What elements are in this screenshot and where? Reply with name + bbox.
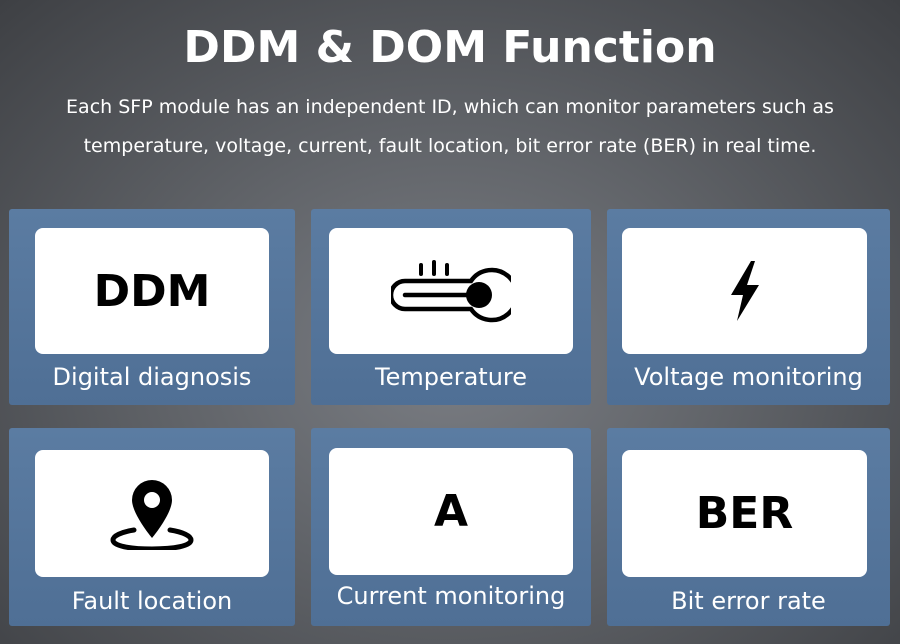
card-label: Fault location [71,587,233,615]
card-label: Voltage monitoring [634,363,863,391]
ddm-text: DDM [93,265,211,317]
card-temperature: Temperature [311,209,591,405]
location-pin-icon [110,479,194,550]
current-tile: A [329,448,573,575]
ber-tile: BER [622,450,867,577]
page-title: DDM & DOM Function [183,22,717,73]
fault-location-tile [35,450,269,577]
ddm-tile: DDM [35,228,269,354]
thermometer-icon [391,260,511,323]
card-label: Current monitoring [336,582,566,610]
card-label: Bit error rate [671,587,826,615]
ber-text: BER [695,488,794,539]
card-current-monitoring: A Current monitoring [311,428,591,626]
card-bit-error-rate: BER Bit error rate [607,428,890,626]
temperature-tile [329,228,573,354]
page-description: Each SFP module has an independent ID, w… [66,96,834,157]
current-text: A [433,486,469,537]
card-voltage-monitoring: Voltage monitoring [607,209,890,405]
lightning-bolt-icon [730,261,759,321]
card-digital-diagnosis: DDM Digital diagnosis [9,209,295,405]
voltage-tile [622,228,867,354]
card-fault-location: Fault location [9,428,295,626]
card-label: Digital diagnosis [52,363,252,391]
card-label: Temperature [374,363,528,391]
